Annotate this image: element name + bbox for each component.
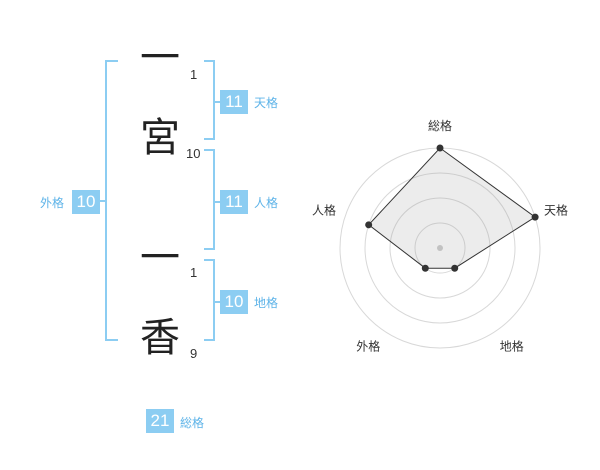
name-char-2-strokes: 10 <box>186 146 201 161</box>
radar-ring-3 <box>364 172 516 324</box>
gaikaku-label: 外格 <box>40 196 65 210</box>
gaikaku-value: 10 <box>72 190 100 214</box>
radar-point-5 <box>365 221 373 229</box>
radar-ring-1 <box>414 222 466 274</box>
radar-axis-label-1: 総格 <box>428 118 452 133</box>
soukaku-value: 21 <box>146 409 174 433</box>
radar-axis-label-4: 外格 <box>356 339 380 354</box>
name-char-4-strokes: 9 <box>190 346 198 361</box>
chikaku-value: 10 <box>220 290 248 314</box>
name-char-3-strokes: 1 <box>190 265 198 280</box>
chikaku-bracket <box>204 259 215 341</box>
soukaku-label: 総格 <box>180 416 205 430</box>
name-char-3: 一 <box>140 235 180 281</box>
tenkaku-bracket <box>204 60 215 140</box>
name-char-1: 一 <box>140 35 180 81</box>
chikaku-label: 地格 <box>254 296 279 310</box>
radar-center-dot <box>437 245 443 251</box>
tenkaku-value: 11 <box>220 90 248 114</box>
jinkaku-bracket <box>204 149 215 250</box>
radar-point-1 <box>436 144 444 152</box>
radar-point-3 <box>451 264 459 272</box>
tenkaku-label: 天格 <box>254 96 279 110</box>
radar-ring-2 <box>389 197 491 299</box>
jinkaku-value: 11 <box>220 190 248 214</box>
radar-point-4 <box>421 264 429 272</box>
name-char-4: 香 <box>140 315 180 361</box>
radar-axis-label-2: 天格 <box>544 202 568 217</box>
name-char-1-strokes: 1 <box>190 67 198 82</box>
radar-axis-label-3: 地格 <box>500 339 524 354</box>
radar-polygon <box>367 147 536 269</box>
name-char-2: 宮 <box>140 115 180 161</box>
jinkaku-label: 人格 <box>254 196 279 210</box>
radar-axis-label-5: 人格 <box>312 202 336 217</box>
radar-point-2 <box>531 213 539 221</box>
